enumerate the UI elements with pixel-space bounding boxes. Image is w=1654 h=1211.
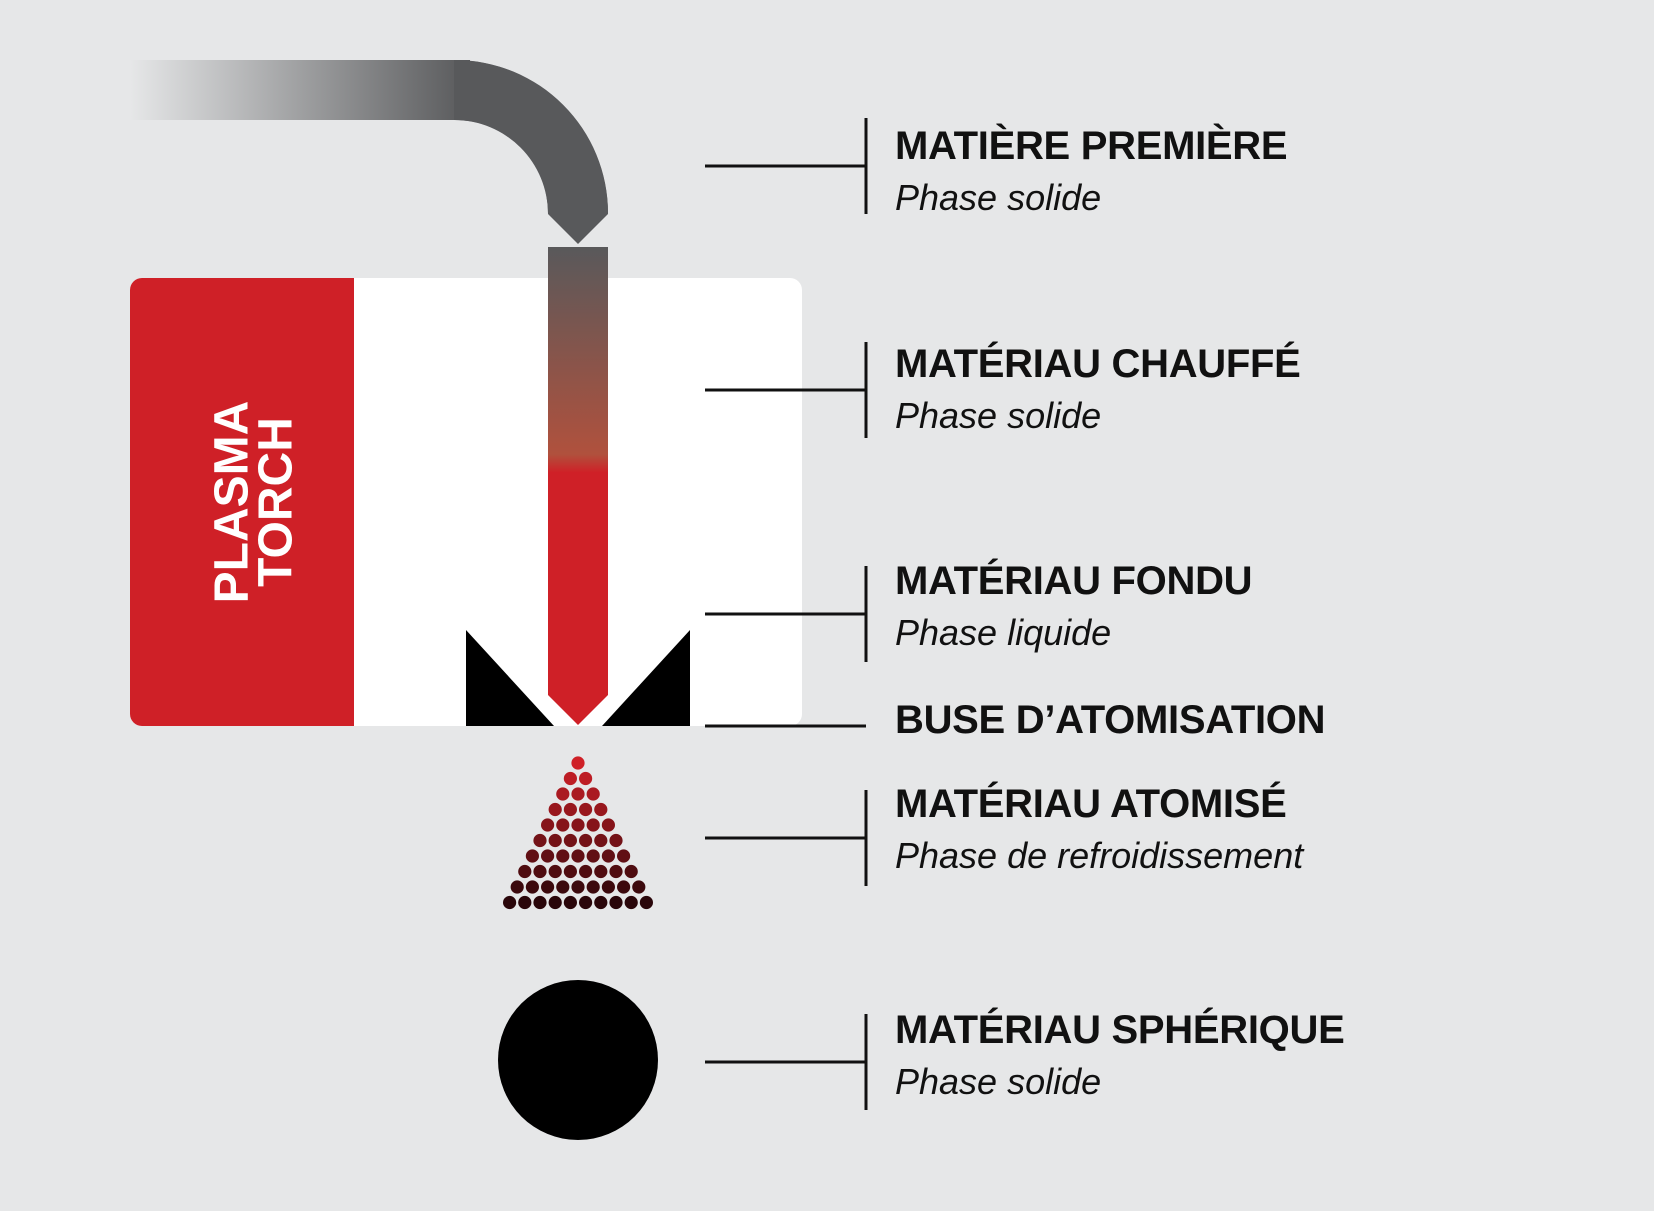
droplet (571, 787, 585, 801)
torch-label-line1: PLASMA (206, 401, 259, 604)
droplet (609, 864, 623, 879)
droplet (594, 864, 608, 879)
droplet (503, 895, 517, 910)
droplet (556, 787, 570, 801)
droplet (571, 818, 585, 832)
droplet (579, 802, 593, 817)
torch-label-line2: TORCH (250, 417, 303, 587)
droplet (586, 849, 600, 863)
droplet (563, 864, 578, 879)
droplet (556, 880, 570, 894)
callout-connectors (705, 118, 868, 1110)
droplet (563, 771, 578, 786)
heated-material-rod (548, 247, 608, 725)
droplet (563, 802, 578, 817)
stage-title: MATÉRIAU SPHÉRIQUE (895, 1008, 1345, 1052)
droplet (571, 849, 585, 863)
nozzle-left-wedge (466, 630, 554, 726)
droplet (601, 818, 616, 832)
droplet (601, 849, 616, 863)
torch-red-panel (130, 278, 354, 726)
droplet (579, 864, 593, 879)
droplet (541, 880, 555, 894)
droplet (579, 833, 593, 848)
stage-label-atomized-material: MATÉRIAU ATOMISÉ Phase de refroidissemen… (895, 784, 1595, 874)
nozzle-right-wedge (602, 630, 690, 726)
droplet (617, 849, 631, 863)
stage-phase: Phase solide (895, 1061, 1102, 1102)
droplet (548, 864, 562, 879)
stage-label-atomization-nozzle: BUSE D’ATOMISATION (895, 700, 1595, 740)
droplet (533, 833, 547, 848)
stage-phase: Phase solide (895, 395, 1102, 436)
droplet (556, 818, 570, 832)
stage-label-raw-material: MATIÈRE PREMIÈRE Phase solide (895, 126, 1595, 216)
droplet (525, 849, 540, 863)
droplet (586, 880, 600, 894)
stage-phase: Phase liquide (895, 612, 1112, 653)
droplet (579, 895, 593, 910)
droplet (586, 787, 600, 801)
feed-tube-bend-fill (454, 60, 608, 214)
droplet (594, 802, 608, 817)
droplet (594, 833, 608, 848)
droplet (579, 771, 593, 786)
droplet (548, 895, 562, 910)
droplet (563, 833, 578, 848)
droplet (586, 818, 600, 832)
droplet (518, 895, 532, 910)
stage-title: MATÉRIAU FONDU (895, 559, 1253, 603)
droplet (548, 802, 562, 817)
feedstock-tube (130, 60, 608, 244)
feed-tube-fade (130, 60, 470, 120)
stage-title: MATÉRIAU ATOMISÉ (895, 782, 1287, 826)
droplet (533, 864, 547, 879)
connector-stage-2 (705, 342, 868, 438)
droplet (632, 880, 646, 894)
connector-stage-3 (705, 566, 868, 662)
droplet (594, 895, 608, 910)
spherical-particle (498, 980, 658, 1140)
stage-label-spherical-material: MATÉRIAU SPHÉRIQUE Phase solide (895, 1010, 1595, 1100)
droplet (541, 818, 555, 832)
stage-label-molten-material: MATÉRIAU FONDU Phase liquide (895, 561, 1595, 651)
droplet (624, 864, 638, 879)
droplet (639, 895, 654, 910)
droplet (609, 833, 623, 848)
droplet (601, 880, 616, 894)
droplet (617, 880, 631, 894)
plasma-torch: PLASMA TORCH (130, 278, 802, 726)
atomized-droplets (503, 756, 654, 910)
droplet (609, 895, 623, 910)
droplet (548, 833, 562, 848)
droplet (571, 756, 585, 770)
droplet (525, 880, 540, 894)
feed-tube-tip (548, 214, 608, 244)
atomization-nozzle (466, 630, 690, 726)
droplet (563, 895, 578, 910)
stage-label-heated-material: MATÉRIAU CHAUFFÉ Phase solide (895, 344, 1595, 434)
stage-title: MATÉRIAU CHAUFFÉ (895, 342, 1301, 386)
stage-phase: Phase solide (895, 177, 1102, 218)
connector-stage-5 (705, 790, 868, 886)
droplet (556, 849, 570, 863)
droplet (518, 864, 532, 879)
droplet (571, 880, 585, 894)
stage-title: BUSE D’ATOMISATION (895, 698, 1326, 742)
droplet (624, 895, 638, 910)
stage-phase: Phase de refroidissement (895, 835, 1304, 876)
droplet (533, 895, 547, 910)
droplet (541, 849, 555, 863)
connector-stage-1 (705, 118, 868, 214)
droplet (510, 880, 524, 894)
connector-stage-6 (705, 1014, 868, 1110)
stage-title: MATIÈRE PREMIÈRE (895, 124, 1288, 168)
